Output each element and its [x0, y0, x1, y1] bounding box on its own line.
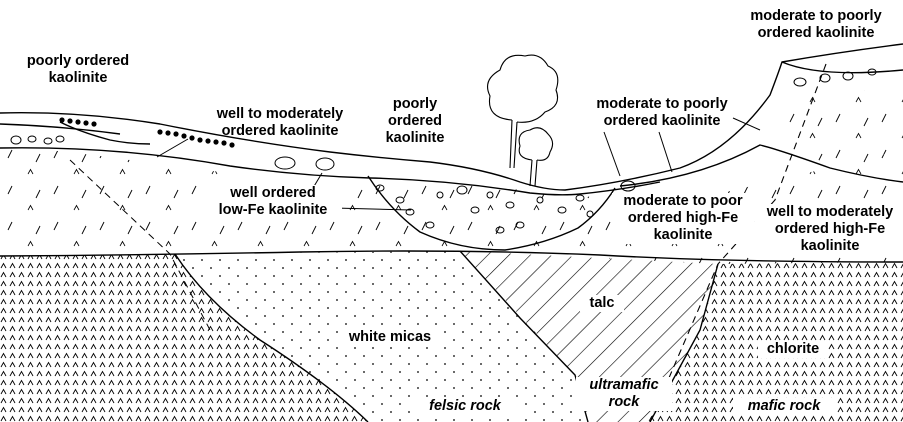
right-hill-base [782, 62, 903, 73]
upper-layer-base-2 [0, 124, 120, 134]
label-ultramafic-rock: ultramafic rock [576, 377, 672, 411]
label-poorly-ordered-kaolinite-center: poorly ordered kaolinite [370, 96, 460, 147]
label-well-to-moderately-ordered-kaolinite: well to moderately ordered kaolinite [200, 106, 360, 140]
left-pocket-upper [60, 122, 150, 144]
label-chlorite: chlorite [758, 341, 828, 358]
label-felsic-rock: felsic rock [412, 398, 518, 415]
label-moderate-to-poorly-ordered-kaolinite-top: moderate to poorly ordered kaolinite [731, 8, 901, 42]
label-talc: talc [580, 295, 624, 312]
label-well-to-moderately-ordered-high-fe-kaolinite: well to moderately ordered high-Fe kaoli… [755, 204, 903, 255]
label-poorly-ordered-kaolinite-left: poorly ordered kaolinite [8, 53, 148, 87]
trees [488, 55, 558, 186]
label-moderate-to-poor-high-fe-kaolinite: moderate to poor ordered high-Fe kaolini… [612, 193, 754, 244]
tree-large [488, 55, 558, 168]
label-well-ordered-low-fe-kaolinite: well ordered low-Fe kaolinite [204, 185, 342, 219]
label-mafic-rock: mafic rock [733, 398, 835, 415]
label-white-micas: white micas [338, 329, 442, 346]
tree-small [519, 128, 552, 186]
label-moderate-to-poorly-ordered-kaolinite-mid: moderate to poorly ordered kaolinite [577, 96, 747, 130]
